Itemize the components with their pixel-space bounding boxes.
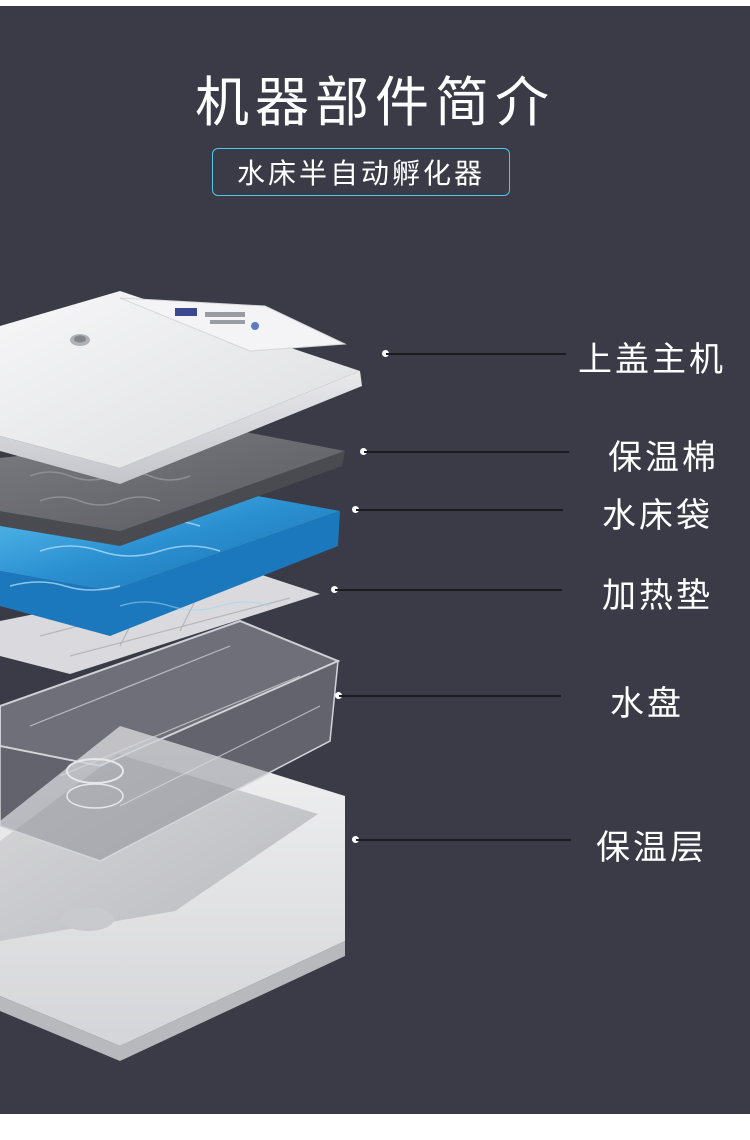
callout-dot-top-lid bbox=[382, 350, 389, 357]
part-label-water-bed-bag: 水床袋 bbox=[602, 496, 713, 536]
part-label-insulation-base: 保温层 bbox=[596, 828, 707, 868]
callout-line-top-lid bbox=[386, 353, 566, 355]
callout-dot-heating-pad bbox=[331, 586, 338, 593]
callout-line-insulation-base bbox=[356, 839, 571, 841]
callout-dot-insulation-cotton bbox=[360, 448, 367, 455]
part-label-insulation-cotton: 保温棉 bbox=[608, 438, 719, 478]
page-title: 机器部件简介 bbox=[195, 71, 555, 134]
subtitle-text: 水床半自动孵化器 bbox=[236, 157, 485, 190]
callout-line-water-tray bbox=[339, 695, 561, 697]
water-tray-shape bbox=[0, 619, 341, 862]
part-label-water-tray: 水盘 bbox=[610, 684, 684, 724]
top-lid-shape bbox=[0, 291, 362, 484]
callout-line-insulation-cotton bbox=[364, 451, 569, 453]
callout-line-heating-pad bbox=[335, 589, 562, 591]
exploded-incubator-illustration bbox=[0, 291, 362, 1061]
part-label-top-lid: 上盖主机 bbox=[578, 340, 726, 380]
part-label-heating-pad: 加热垫 bbox=[602, 576, 713, 616]
callout-dot-water-bed-bag bbox=[352, 506, 359, 513]
callout-line-water-bed-bag bbox=[356, 509, 563, 511]
subtitle-badge: 水床半自动孵化器 bbox=[212, 148, 510, 196]
callout-dot-insulation-base bbox=[352, 836, 359, 843]
part-labels: 上盖主机 保温棉 水床袋 加热垫 水盘 保温层 bbox=[0, 6, 750, 1114]
product-parts-page: 机器部件简介 水床半自动孵化器 上盖主机 保温棉 水床袋 加热垫 水盘 保温层 bbox=[0, 6, 750, 1114]
callout-dot-water-tray bbox=[335, 692, 342, 699]
